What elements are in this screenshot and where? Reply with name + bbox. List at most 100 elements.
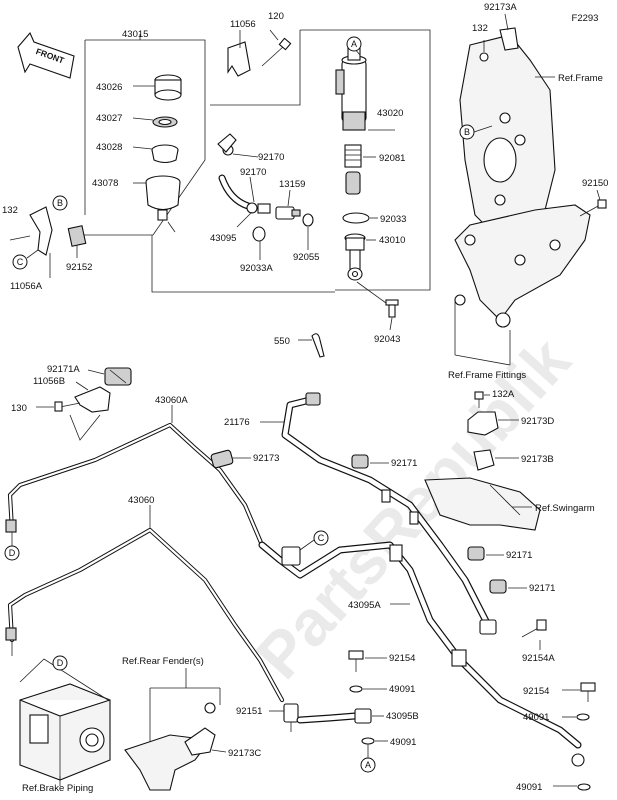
ref-frame-fittings: Ref.Frame Fittings [448,370,526,381]
label-13159: 13159 [279,179,305,190]
hose-21176 [281,392,497,635]
bolt-92154-mid [348,650,364,672]
label-92154-right: 92154 [523,686,549,697]
label-43095A: 43095A [348,600,381,611]
clamp-92173 [210,449,234,469]
spring-92081 [344,144,362,195]
fitting-43095B [296,708,372,724]
bolt-130 [54,401,81,412]
svg-text:A: A [351,39,357,49]
label-132-top: 132 [472,23,488,34]
label-21176: 21176 [224,417,250,428]
swingarm-ref [424,477,541,531]
label-92171A: 92171A [47,364,80,375]
cotter-pin-550 [311,333,325,358]
label-92173B: 92173B [521,454,554,465]
label-92154-mid: 92154 [389,653,415,664]
label-43010: 43010 [379,235,405,246]
label-132A: 132A [492,389,515,400]
ref-swingarm: Ref.Swingarm [535,503,595,514]
bracket-11056 [227,30,251,77]
svg-text:D: D [9,548,16,558]
label-11056B: 11056B [33,376,65,387]
pin-92043 [385,299,399,318]
label-49091-low: 49091 [390,737,416,748]
label-92043: 92043 [374,334,400,345]
label-92171-a: 92171 [391,458,417,469]
oring-92033A [252,226,266,242]
label-92171-c: 92171 [529,583,555,594]
bracket-11056A [9,206,87,256]
label-43078: 43078 [92,178,118,189]
label-43026: 43026 [96,82,122,93]
diagram-code: F2293 [572,13,599,24]
hose-43095A [258,541,585,767]
label-49091-mid: 49091 [389,684,415,695]
label-43095B: 43095B [386,711,419,722]
washer-49091-mid [349,685,363,693]
bolt-132-top [479,52,489,62]
label-43095: 43095 [210,233,236,244]
abs-unit [19,683,111,781]
svg-text:D: D [57,658,64,668]
label-92033A: 92033A [240,263,273,274]
callout-b-right: B [459,124,475,140]
ref-frame: Ref.Frame [558,73,603,84]
label-43020: 43020 [377,108,403,119]
fender-part [124,702,216,791]
label-92173A: 92173A [484,2,517,13]
label-43060A: 43060A [155,395,188,406]
label-11056: 11056 [230,19,256,30]
label-43060: 43060 [128,495,154,506]
label-92170-lower: 92170 [240,167,266,178]
pushrod-43010 [344,233,366,281]
svg-text:A: A [365,760,371,770]
label-92033: 92033 [380,214,406,225]
washer-92055 [302,213,314,227]
label-43027: 43027 [96,113,122,124]
washer-49091-bottom [577,783,591,791]
callout-d-lower: D [52,655,68,671]
svg-text:B: B [57,198,63,208]
label-43028: 43028 [96,142,122,153]
bolt-92154A [521,619,547,638]
ref-rear-fender: Ref.Rear Fender(s) [122,656,204,667]
label-550: 550 [274,336,290,347]
bolt-92154-right [580,682,596,702]
fitting-13159 [275,206,301,220]
bolt-132A [474,391,484,408]
callout-b-left: B [52,195,68,211]
label-92171-b: 92171 [506,550,532,561]
clamp-92170 [246,202,271,214]
callout-c-mid: C [313,530,329,546]
brake-pipe-43060 [5,527,285,703]
label-92081: 92081 [379,153,405,164]
clamp-92171-c [489,579,507,594]
clamp-92171A [104,367,132,386]
label-49091-bottom: 49091 [516,782,542,793]
clamp-92171-b [467,546,485,561]
label-49091-right: 49091 [523,712,549,723]
label-92154A: 92154A [522,653,555,664]
hose-43095 [217,133,252,210]
master-cylinder-group [151,29,431,293]
clamp-92173B [473,449,495,471]
brake-pipe-43060A [5,422,265,548]
clamp-92171-a [351,454,369,469]
frame-fittings-bracket [454,204,591,328]
label-92152: 92152 [66,262,92,273]
label-92170-upper: 92170 [258,152,284,163]
washer-49091-low [361,737,375,745]
front-arrow-icon: FRONT [17,31,75,79]
callout-a-top: A [346,36,362,52]
circlip-92033 [342,212,370,224]
bolt-92150 [579,199,607,217]
ref-brake-piping: Ref.Brake Piping [22,783,93,794]
svg-text:C: C [318,533,325,543]
label-132-left: 132 [2,205,18,216]
label-92173C: 92173C [228,748,261,759]
label-92150: 92150 [582,178,608,189]
label-130: 130 [11,403,27,414]
